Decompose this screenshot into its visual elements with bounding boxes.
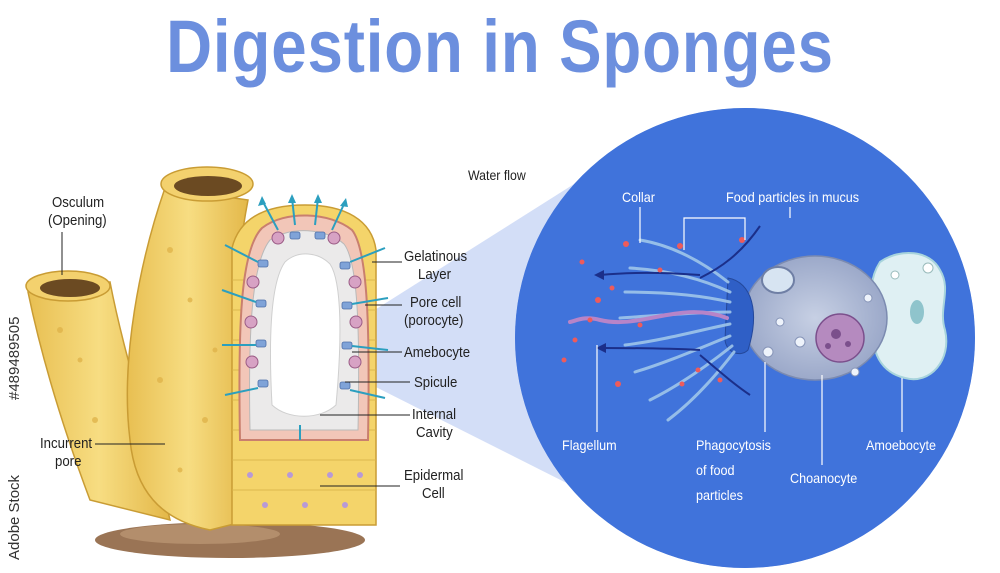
sponge-cross-section (221, 194, 389, 526)
label-incurrent: Incurrent (40, 435, 93, 452)
label-spicule: Spicule (414, 374, 458, 391)
label-internal: Internal (412, 406, 457, 423)
label-epidermal-cell: Cell (422, 485, 445, 502)
label-internal-cavity: Cavity (416, 424, 453, 441)
label-amoebocyte: Amoebocyte (866, 437, 937, 453)
label-incurrent-pore: pore (55, 453, 82, 470)
label-osculum-opening: (Opening) (48, 212, 107, 229)
label-gelatinous-layer: Layer (418, 266, 452, 283)
label-porocyte: (porocyte) (404, 312, 464, 329)
sponge-pores (57, 247, 218, 473)
label-particles: particles (696, 487, 743, 503)
leader-lines (61, 232, 410, 487)
label-epidermal: Epidermal (404, 467, 464, 484)
label-flagellum: Flagellum (562, 437, 617, 453)
watermark-id: #489489505 (6, 316, 23, 400)
watermark-source: Adobe Stock (6, 474, 23, 560)
label-of-food: of food (696, 462, 735, 478)
page-title: Digestion in Sponges (166, 5, 834, 88)
label-food-particles: Food particles in mucus (726, 189, 860, 205)
label-osculum: Osculum (52, 194, 105, 211)
label-choanocyte: Choanocyte (790, 470, 858, 486)
label-collar: Collar (622, 189, 655, 205)
label-amebocyte: Amebocyte (404, 344, 471, 361)
magnified-view (515, 108, 975, 568)
label-water-flow: Water flow (468, 167, 526, 183)
label-pore-cell: Pore cell (410, 294, 462, 311)
label-gelatinous: Gelatinous (404, 248, 468, 265)
label-phagocytosis: Phagocytosis (696, 437, 771, 453)
